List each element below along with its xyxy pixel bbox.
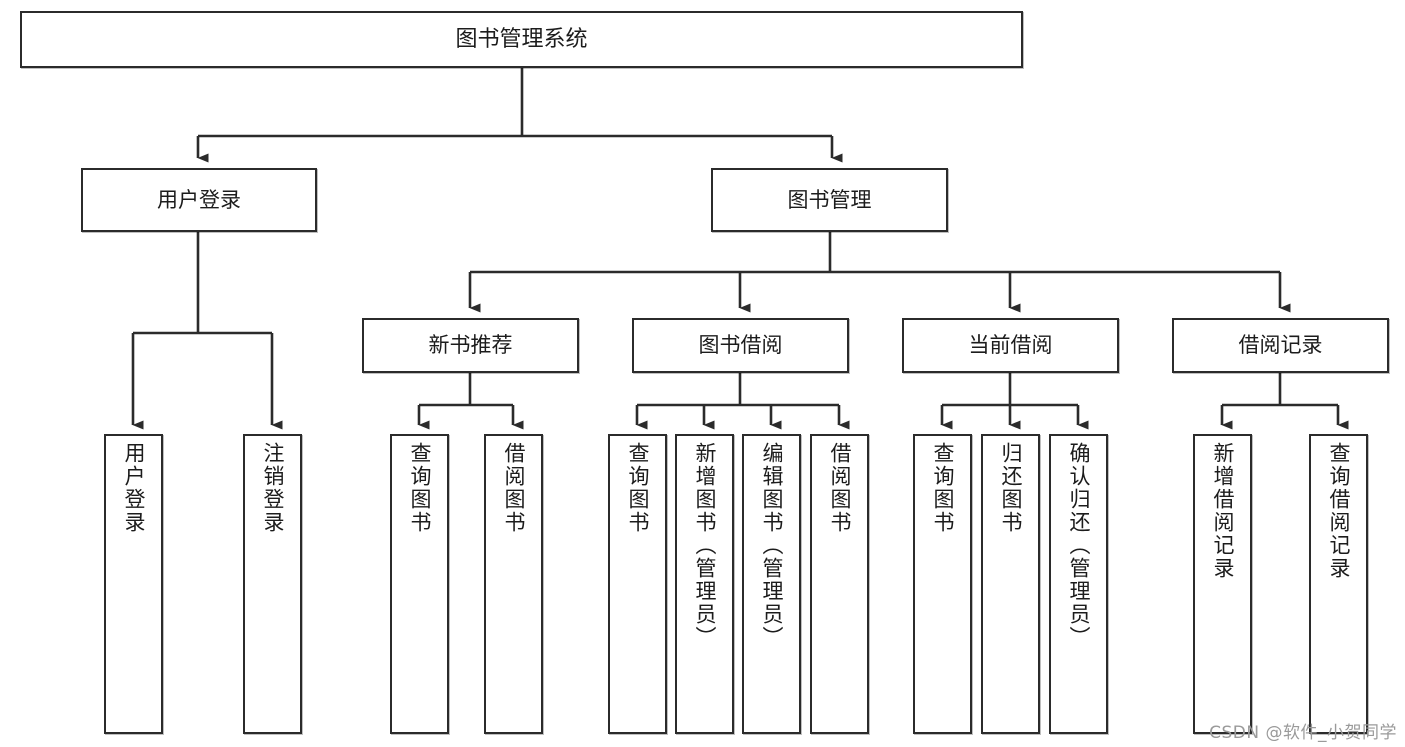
leaf-return-book[interactable]: 归还图书 (981, 434, 1040, 734)
leaf-confirm-return-label: 确认归还（管理员） (1067, 442, 1091, 649)
leaf-confirm-return[interactable]: 确认归还（管理员） (1049, 434, 1108, 734)
leaf-query-book-2[interactable]: 查询图书 (608, 434, 667, 734)
node-current-borrow[interactable]: 当前借阅 (902, 318, 1119, 373)
leaf-add-record[interactable]: 新增借阅记录 (1193, 434, 1252, 734)
leaf-borrow-book-2[interactable]: 借阅图书 (810, 434, 869, 734)
node-new-book-recommend[interactable]: 新书推荐 (362, 318, 579, 373)
leaf-query-book-3[interactable]: 查询图书 (913, 434, 972, 734)
node-book-manage-label: 图书管理 (787, 187, 872, 212)
leaf-user-login[interactable]: 用户登录 (104, 434, 163, 734)
leaf-add-record-label: 新增借阅记录 (1211, 442, 1235, 580)
leaf-user-login-label: 用户登录 (122, 442, 146, 534)
leaf-add-book[interactable]: 新增图书（管理员） (675, 434, 734, 734)
leaf-edit-book-label: 编辑图书（管理员） (760, 442, 784, 649)
leaf-query-record[interactable]: 查询借阅记录 (1309, 434, 1368, 734)
leaf-user-logout[interactable]: 注销登录 (243, 434, 302, 734)
node-root[interactable]: 图书管理系统 (20, 11, 1023, 68)
leaf-query-book-1[interactable]: 查询图书 (390, 434, 449, 734)
leaf-query-book-3-label: 查询图书 (931, 442, 955, 534)
leaf-add-book-label: 新增图书（管理员） (693, 442, 717, 649)
leaf-return-book-label: 归还图书 (999, 442, 1023, 534)
node-book-manage[interactable]: 图书管理 (711, 168, 948, 232)
leaf-user-logout-label: 注销登录 (261, 442, 285, 534)
node-current-borrow-label: 当前借阅 (968, 333, 1053, 358)
node-book-borrow[interactable]: 图书借阅 (632, 318, 849, 373)
leaf-borrow-book-1-label: 借阅图书 (502, 442, 526, 534)
node-user-login[interactable]: 用户登录 (81, 168, 317, 232)
leaf-borrow-book-1[interactable]: 借阅图书 (484, 434, 543, 734)
leaf-query-record-label: 查询借阅记录 (1327, 442, 1351, 580)
node-root-label: 图书管理系统 (455, 26, 588, 52)
leaf-edit-book[interactable]: 编辑图书（管理员） (742, 434, 801, 734)
node-new-book-recommend-label: 新书推荐 (428, 333, 513, 358)
csdn-watermark: CSDN @软件_小贺同学 (1209, 723, 1397, 743)
node-user-login-label: 用户登录 (157, 187, 241, 212)
node-book-borrow-label: 图书借阅 (698, 333, 783, 358)
leaf-borrow-book-2-label: 借阅图书 (828, 442, 852, 534)
node-borrow-record[interactable]: 借阅记录 (1172, 318, 1389, 373)
leaf-query-book-2-label: 查询图书 (626, 442, 650, 534)
node-borrow-record-label: 借阅记录 (1238, 333, 1323, 358)
leaf-query-book-1-label: 查询图书 (408, 442, 432, 534)
